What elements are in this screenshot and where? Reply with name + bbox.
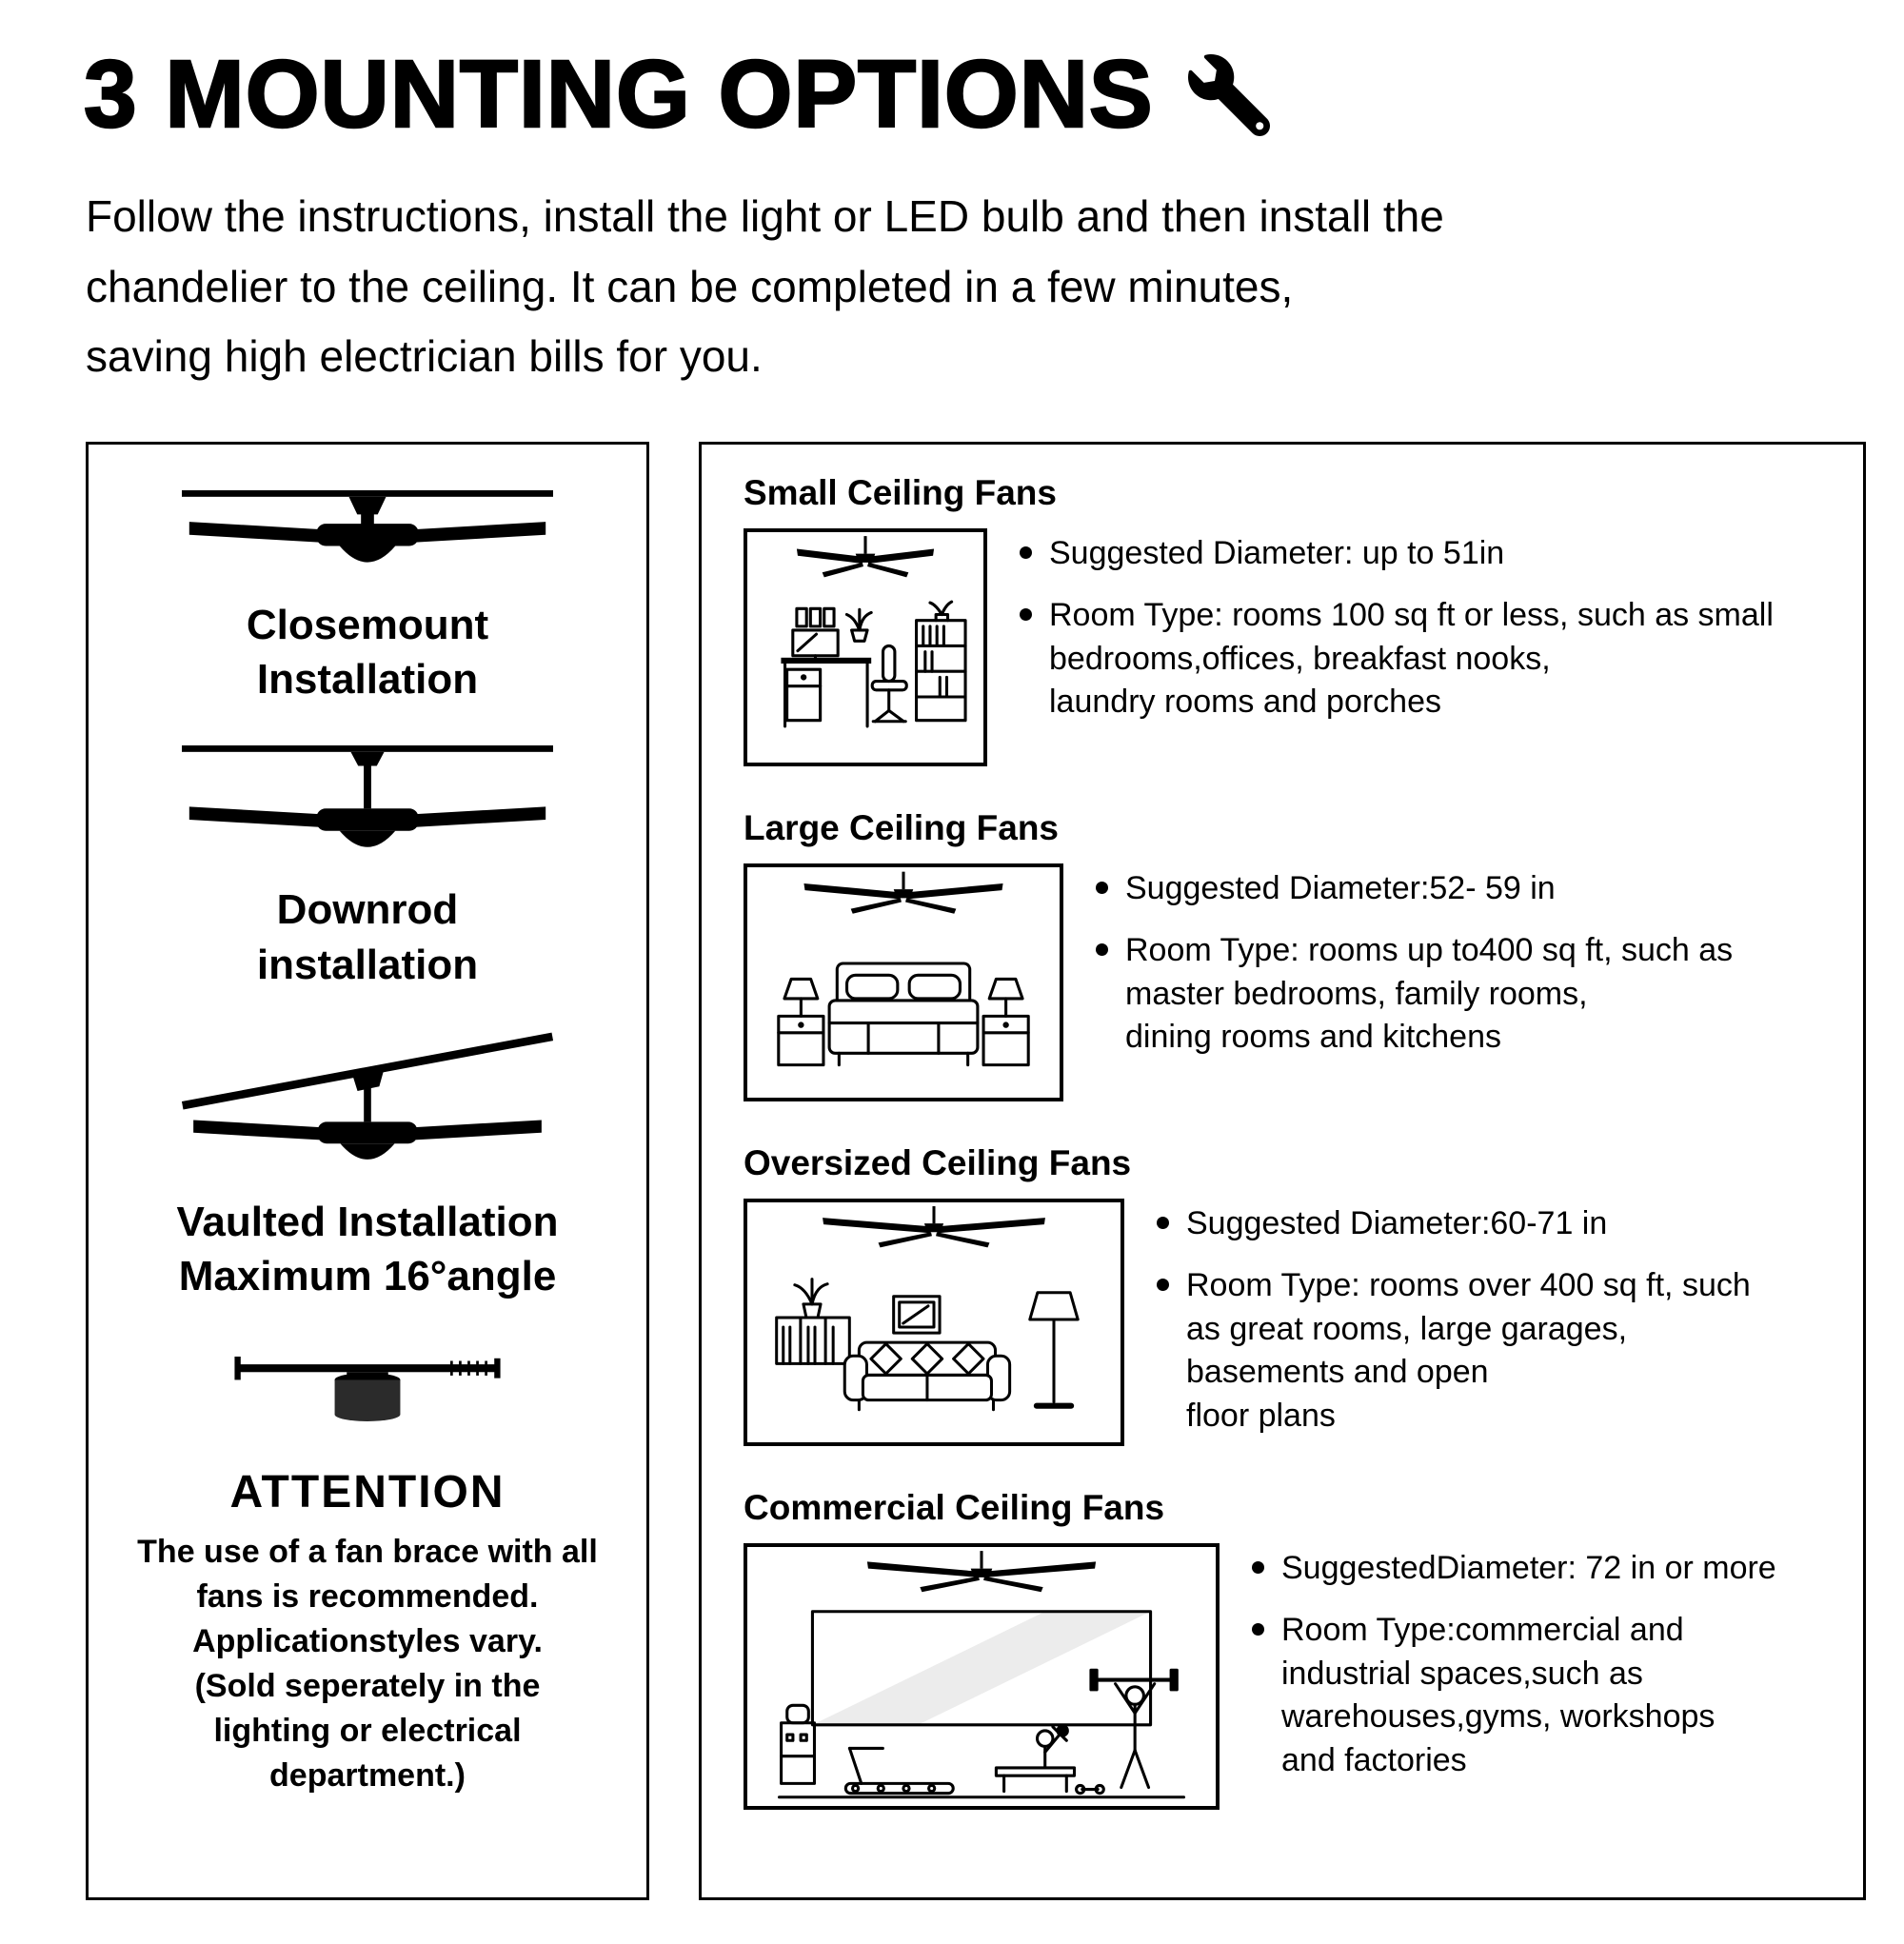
bullet-dot <box>1096 881 1108 894</box>
attention-body: The use of a fan brace with all fans is … <box>137 1534 598 1794</box>
bullet-text: Suggested Diameter: up to 51in <box>1049 534 1505 571</box>
mounting-option-label-downrod: Downrod installation <box>256 886 479 988</box>
page-title-text: 3 MOUNTING OPTIONS <box>83 40 1154 149</box>
bullet-text: Room Type: rooms 100 sq ft or less, such… <box>1049 597 1774 721</box>
bedroom-image <box>744 863 1063 1101</box>
section-large-ceiling-fans: Large Ceiling Fans <box>744 808 1842 1101</box>
bullet-list: Suggested Diameter: up to 51in Room Type… <box>1020 528 1774 724</box>
bullet-dot <box>1020 546 1032 559</box>
bullet-list: SuggestedDiameter: 72 in or more Room Ty… <box>1252 1543 1776 1783</box>
vaulted-fan-icon <box>181 1032 554 1160</box>
content-columns: Closemount Installation Downrod installa… <box>86 441 1866 1900</box>
bullet-item: SuggestedDiameter: 72 in or more <box>1252 1547 1776 1591</box>
section-small-ceiling-fans: Small Ceiling Fans <box>744 473 1842 766</box>
section-heading: Oversized Ceiling Fans <box>744 1142 1132 1182</box>
bullet-item: Suggested Diameter:52- 59 in <box>1096 867 1733 911</box>
gym-icon <box>777 1550 1186 1799</box>
office-room-image <box>744 527 987 766</box>
bullet-item: Room Type: rooms over 400 sq ft, such as… <box>1157 1264 1751 1438</box>
bullet-item: Room Type:commercial and industrial spac… <box>1252 1609 1776 1782</box>
gym-image <box>744 1542 1220 1810</box>
bullet-dot <box>1252 1560 1264 1574</box>
bullet-list: Suggested Diameter:60-71 in Room Type: r… <box>1157 1199 1751 1438</box>
mounting-option-label-closemount: Closemount Installation <box>246 602 489 704</box>
bullet-text: Room Type: rooms up to400 sq ft, such as… <box>1125 932 1734 1056</box>
bullet-item: Suggested Diameter:60-71 in <box>1157 1202 1751 1246</box>
bullet-text: Suggested Diameter:52- 59 in <box>1125 869 1556 906</box>
section-heading: Small Ceiling Fans <box>744 472 1057 512</box>
bedroom-icon <box>777 871 1030 1066</box>
bullet-text: Suggested Diameter:60-71 in <box>1186 1204 1608 1241</box>
bullet-text: Room Type:commercial and industrial spac… <box>1281 1612 1716 1778</box>
intro-paragraph: Follow the instructions, install the lig… <box>86 191 1444 382</box>
bullet-item: Suggested Diameter: up to 51in <box>1020 532 1774 576</box>
section-heading: Large Ceiling Fans <box>744 807 1060 847</box>
bullet-dot <box>1096 943 1108 957</box>
mounting-options-infographic: 3 MOUNTING OPTIONS Follow the instructio… <box>0 40 1904 1944</box>
section-commercial-ceiling-fans: Commercial Ceiling Fans <box>744 1488 1842 1810</box>
page-title: 3 MOUNTING OPTIONS <box>83 40 1904 149</box>
bullet-dot <box>1157 1279 1169 1292</box>
fan-size-guide-panel: Small Ceiling Fans <box>699 441 1866 1900</box>
office-room-icon <box>781 535 967 728</box>
section-oversized-ceiling-fans: Oversized Ceiling Fans <box>744 1143 1842 1446</box>
wrench-icon <box>1187 53 1270 136</box>
attention-heading: ATTENTION <box>229 1467 506 1518</box>
mounting-options-panel: Closemount Installation Downrod installa… <box>86 441 649 1900</box>
bullet-dot <box>1020 608 1032 622</box>
bullet-list: Suggested Diameter:52- 59 in Room Type: … <box>1096 863 1733 1060</box>
bullet-item: Room Type: rooms up to400 sq ft, such as… <box>1096 929 1733 1060</box>
bullet-item: Room Type: rooms 100 sq ft or less, such… <box>1020 594 1774 724</box>
living-room-icon <box>775 1205 1080 1412</box>
mounting-option-label-vaulted: Vaulted Installation Maximum 16°angle <box>176 1199 559 1300</box>
bullet-dot <box>1252 1623 1264 1637</box>
closemount-fan-icon <box>182 489 553 563</box>
living-room-image <box>744 1198 1124 1446</box>
bullet-text: Room Type: rooms over 400 sq ft, such as… <box>1186 1267 1751 1434</box>
fan-brace-icon <box>234 1357 501 1422</box>
bullet-text: SuggestedDiameter: 72 in or more <box>1281 1549 1776 1586</box>
downrod-fan-icon <box>182 744 553 847</box>
section-heading: Commercial Ceiling Fans <box>744 1487 1165 1527</box>
bullet-dot <box>1157 1216 1169 1229</box>
